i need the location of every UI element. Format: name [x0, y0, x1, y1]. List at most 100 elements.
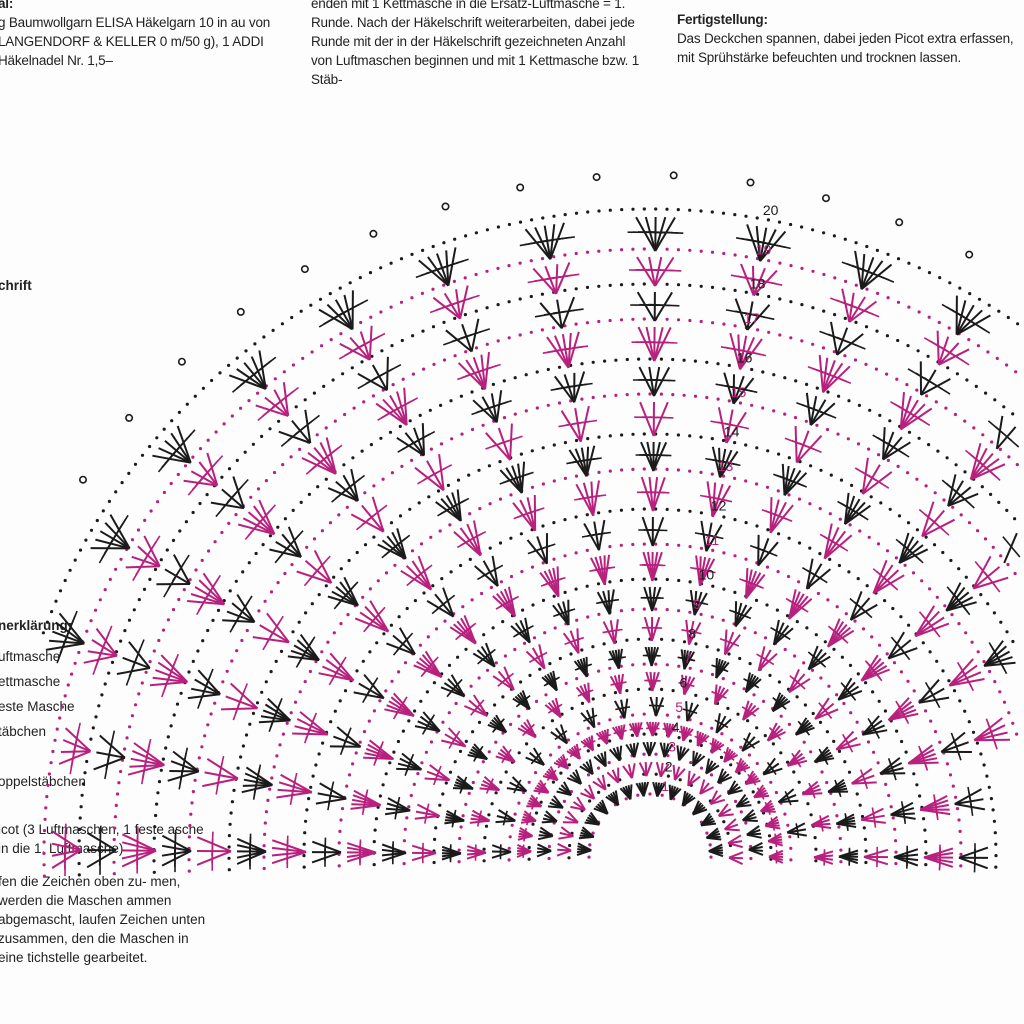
stitch-mark: [236, 837, 267, 853]
chain-stitch: [619, 609, 624, 613]
chain-stitch: [825, 780, 829, 785]
chain-stitch: [755, 216, 759, 220]
stitch-mark: [576, 796, 586, 811]
chain-stitch: [432, 681, 436, 685]
stitch-mark: [972, 555, 992, 589]
stitch-crossbar: [649, 564, 666, 567]
chain-stitch: [886, 252, 890, 256]
chain-stitch: [507, 336, 511, 340]
stitch-mark: [687, 775, 701, 787]
stitch-mark: [652, 476, 666, 512]
stitch-mark: [705, 524, 723, 552]
chain-stitch: [607, 761, 611, 765]
chain-stitch: [464, 802, 468, 807]
stitch-mark: [786, 822, 806, 834]
stitch-mark: [281, 533, 302, 558]
chain-stitch: [431, 325, 436, 329]
stitch-mark: [129, 764, 165, 768]
picot-mark: [516, 183, 525, 192]
stitch-mark: [715, 715, 727, 734]
chain-stitch: [148, 577, 152, 582]
chain-stitch: [324, 426, 328, 430]
chain-stitch: [900, 739, 904, 744]
chain-stitch: [58, 716, 62, 720]
stitch-mark: [783, 465, 790, 496]
round-number: 1: [661, 778, 669, 794]
chain-stitch: [739, 745, 743, 749]
stitch-mark: [686, 704, 700, 722]
stitch-mark: [887, 639, 912, 660]
chain-stitch: [277, 419, 281, 423]
chain-stitch: [532, 636, 537, 640]
chain-stitch: [298, 690, 302, 694]
chain-stitch: [654, 732, 658, 736]
stitch-mark: [190, 470, 218, 487]
stitch-mark: [424, 650, 443, 678]
chain-stitch: [389, 261, 393, 265]
chain-stitch: [666, 754, 670, 758]
chain-stitch: [710, 672, 715, 677]
chain-stitch: [426, 635, 430, 639]
chain-stitch: [178, 529, 182, 533]
chain-stitch: [688, 666, 692, 670]
stitch-mark: [503, 666, 515, 691]
chain-stitch: [710, 437, 714, 441]
chain-stitch: [119, 639, 123, 643]
chain-stitch: [392, 750, 396, 754]
chain-stitch: [326, 640, 330, 644]
chain-stitch: [528, 673, 532, 678]
chain-stitch: [688, 610, 692, 614]
chain-stitch: [795, 620, 799, 624]
stitch-mark: [777, 788, 795, 803]
chain-stitch: [130, 538, 135, 542]
chain-stitch: [85, 629, 89, 633]
stitch-mark: [51, 849, 82, 869]
stitch-mark: [861, 668, 890, 682]
stitch-mark: [958, 846, 989, 859]
chain-stitch: [285, 721, 289, 725]
stitch-crossbar: [700, 737, 708, 743]
chain-stitch: [63, 694, 67, 698]
stitch-mark: [860, 254, 866, 290]
stitch-mark: [587, 682, 591, 703]
stitch-mark: [739, 335, 748, 370]
chain-stitch: [169, 481, 173, 486]
stitch-crossbar: [550, 769, 557, 776]
stitch-crossbar: [717, 693, 727, 699]
chain-stitch: [133, 703, 138, 707]
chain-stitch: [322, 384, 326, 388]
stitch-mark: [705, 764, 720, 775]
stitch-mark: [438, 453, 445, 491]
stitch-mark: [258, 499, 276, 535]
stitch-mark: [682, 796, 696, 807]
chain-stitch: [596, 582, 601, 586]
chain-stitch: [719, 755, 724, 760]
chain-stitch: [563, 288, 567, 292]
chain-stitch: [177, 597, 181, 602]
chain-stitch: [247, 561, 251, 565]
stitch-mark: [386, 642, 416, 656]
chain-stitch: [818, 720, 823, 725]
chain-stitch: [722, 587, 726, 591]
chain-stitch: [477, 468, 481, 472]
chain-stitch: [527, 857, 531, 861]
chain-stitch: [413, 599, 417, 603]
stitch-mark: [521, 690, 531, 710]
chain-stitch: [264, 479, 268, 483]
chain-stitch: [786, 823, 790, 827]
stitch-crossbar: [845, 740, 854, 753]
stitch-mark: [519, 499, 537, 532]
chain-stitch: [777, 452, 781, 456]
chain-stitch: [557, 745, 561, 749]
chain-stitch: [755, 524, 759, 528]
stitch-mark: [646, 441, 655, 472]
chain-stitch: [159, 558, 163, 562]
chain-stitch: [89, 737, 93, 741]
stitch-mark: [349, 336, 371, 361]
stitch-crossbar: [559, 345, 589, 351]
chain-stitch: [471, 730, 475, 734]
chain-stitch: [843, 760, 847, 764]
chain-stitch: [588, 843, 592, 847]
chain-stitch: [291, 630, 295, 634]
chain-stitch: [982, 763, 986, 767]
